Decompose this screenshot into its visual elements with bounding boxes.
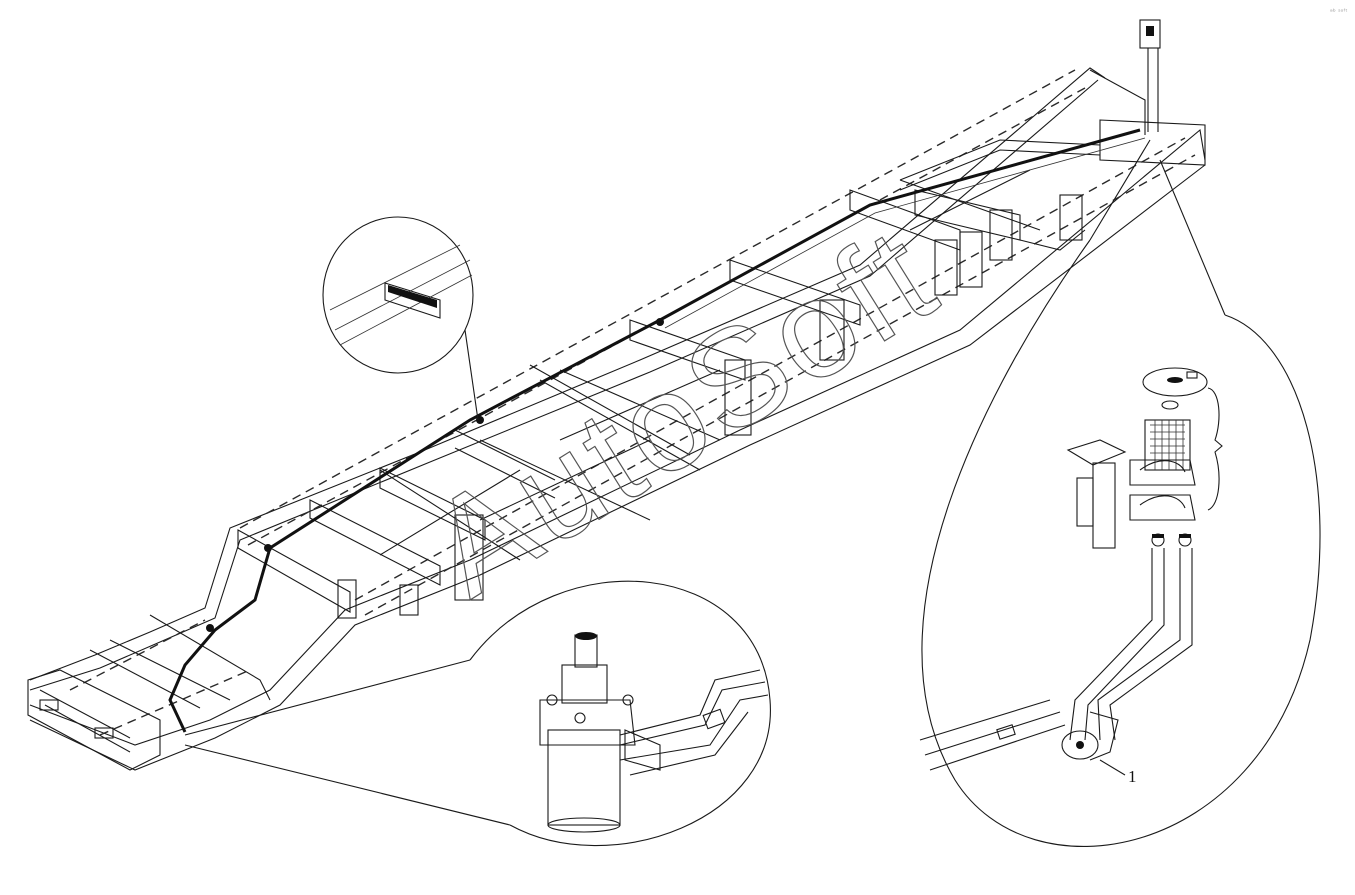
detail-clip: [322, 216, 479, 421]
fuel-line: [168, 128, 1146, 733]
chassis-frame: [27, 19, 1206, 771]
corner-mark: ᵃᵇ ˢᵒᶠᵗ: [1330, 8, 1348, 16]
detail-pump: [184, 580, 771, 847]
callout-label-1: 1: [1128, 767, 1137, 786]
detail-tank-sender: 1: [919, 139, 1321, 848]
